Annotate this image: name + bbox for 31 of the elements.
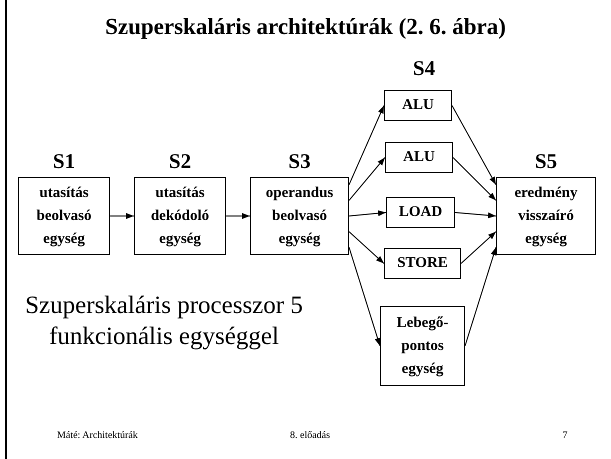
- arrow: [348, 246, 380, 346]
- process-box: operandus beolvasó egység: [250, 177, 349, 255]
- arrow: [464, 246, 496, 346]
- process-box: utasítás dekódoló egység: [134, 177, 226, 255]
- description-text: Szuperskaláris processzor 5 funkcionális egységgel: [24, 291, 304, 352]
- process-box: Lebegő-pontos egység: [380, 306, 465, 386]
- stage-label: S5: [534, 149, 558, 173]
- stage-label: S1: [52, 149, 76, 173]
- process-box: eredmény visszaíró egység: [496, 177, 596, 255]
- process-box: LOAD: [386, 197, 455, 228]
- arrow: [348, 105, 384, 186]
- process-box: utasítás beolvasó egység: [18, 177, 110, 255]
- arrow: [226, 213, 250, 219]
- process-box: ALU: [384, 90, 452, 121]
- arrow: [348, 231, 384, 264]
- footer-text: 8. előadás: [289, 430, 331, 442]
- arrow: [452, 105, 496, 186]
- stage-label: S2: [168, 149, 192, 173]
- slide-title: Szuperskaláris architektúrák (2. 6. ábra): [104, 14, 507, 40]
- process-box: ALU: [385, 142, 453, 173]
- arrow: [452, 157, 496, 201]
- page-number: 7: [562, 430, 568, 442]
- arrow: [460, 231, 496, 264]
- arrow: [454, 212, 496, 218]
- arrow: [348, 157, 386, 201]
- process-box: STORE: [384, 248, 461, 279]
- stage-label: S4: [412, 56, 436, 82]
- arrow: [110, 213, 134, 219]
- arrow: [348, 210, 386, 216]
- stage-label: S3: [287, 149, 312, 173]
- footer-text: Máté: Architektúrák: [57, 430, 139, 442]
